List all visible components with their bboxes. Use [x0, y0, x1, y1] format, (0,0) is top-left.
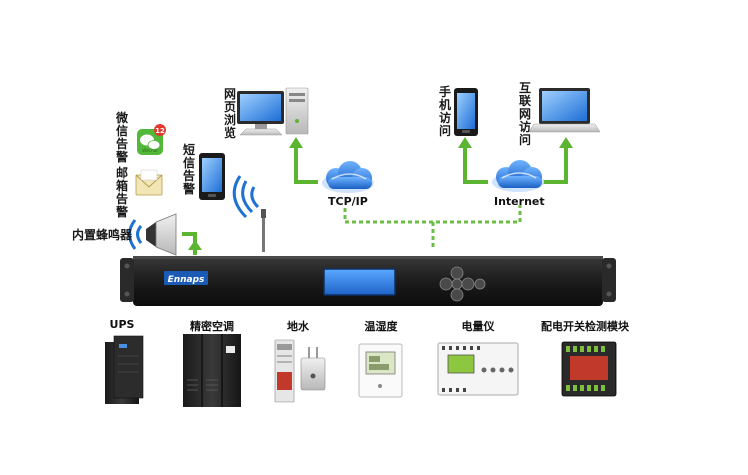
email-icon: [135, 169, 163, 196]
switch-detection-module-icon: [561, 341, 617, 397]
keypad-up-button[interactable]: [450, 266, 464, 280]
precision-ac-icon: [183, 334, 241, 407]
sensor-label-temp-humidity: 温湿度: [364, 320, 398, 333]
smartphone-sms-icon: [199, 153, 225, 200]
buzzer-label: 内置蜂鸣器: [72, 228, 133, 242]
email-alert-label: 邮箱告警: [115, 166, 128, 219]
keypad-extra-button[interactable]: [474, 278, 486, 290]
sensor-label-switch-module: 配电开关检测模块: [541, 320, 629, 333]
buzzer-speaker-icon: [128, 213, 177, 256]
tcpip-label: TCP/IP: [328, 195, 368, 208]
temp-humidity-sensor-icon: [358, 343, 403, 398]
dashed-links: [343, 205, 522, 250]
laptop-icon: [528, 88, 601, 133]
web-connection-arrow: [294, 146, 318, 184]
mobile-access-label: 手机访问: [438, 85, 451, 138]
sms-alert-label: 短信告警: [182, 143, 195, 196]
device-brand-logo: Ennaps: [168, 275, 205, 285]
wechat-alert-label: 微信告警: [115, 111, 128, 164]
ups-cabinet-icon: [105, 335, 144, 404]
internet-label: Internet: [494, 195, 545, 208]
sensor-label-ups: UPS: [109, 318, 135, 331]
wechat-app-text: WeChat: [142, 148, 158, 153]
wifi-antenna-icon: [232, 175, 266, 252]
internet-pc-arrow-head: [559, 137, 573, 148]
wechat-badge: 12: [155, 127, 165, 135]
device-lcd-screen: [323, 268, 396, 296]
mobile-connection-arrow: [463, 146, 488, 184]
main-monitoring-device: Ennaps: [120, 256, 616, 306]
keypad-right-button[interactable]: [461, 277, 475, 291]
keypad-left-button[interactable]: [439, 277, 453, 291]
keypad-down-button[interactable]: [450, 288, 464, 302]
buzzer-arrow-head: [188, 240, 202, 250]
web-browsing-label: 网页浏览: [223, 87, 236, 140]
sensor-label-power-meter: 电量仪: [461, 320, 495, 333]
desktop-pc-icon: [237, 87, 309, 136]
mobile-phone-icon: [454, 88, 478, 136]
water-leak-sensor-icon: [274, 339, 326, 403]
keypad-ok-button[interactable]: [451, 278, 463, 290]
web-arrow-head: [289, 137, 303, 148]
wechat-icon: WeChat 12: [137, 124, 166, 155]
internet-cloud: [492, 160, 544, 192]
tcpip-cloud: [322, 161, 374, 193]
mobile-arrow-head: [458, 137, 472, 148]
arrow-heads: [188, 137, 573, 250]
sensor-label-water-leak: 地水: [287, 320, 309, 333]
sensor-label-precision-ac: 精密空调: [190, 320, 234, 333]
device-keypad: [439, 266, 486, 302]
power-meter-icon: [437, 342, 519, 396]
internet-access-label: 互联网访问: [518, 81, 531, 147]
internet-pc-connection-arrow: [540, 146, 568, 184]
